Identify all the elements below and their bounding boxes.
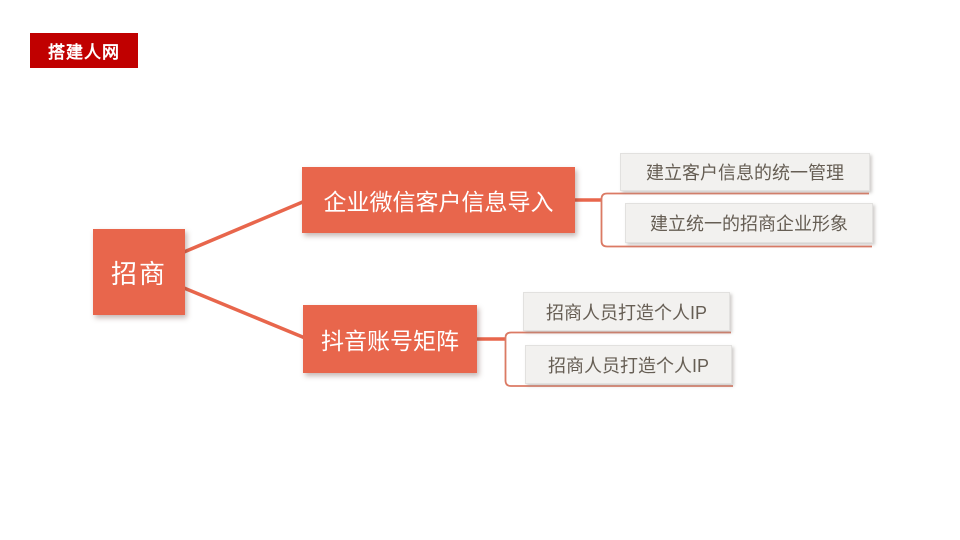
diagram-leaf-unified-brand-image: 建立统一的招商企业形象: [625, 203, 873, 243]
slide-title-badge: 搭建人网: [30, 33, 138, 68]
connector-root-branch2: [183, 286, 306, 340]
diagram-leaf-personal-ip-1: 招商人员打造个人IP: [523, 292, 730, 331]
diagram-root-node: 招商: [93, 229, 185, 315]
bracket-branch1-group: [600, 192, 872, 248]
bracket-branch2-group: [504, 331, 733, 387]
diagram-leaf-unified-customer-info: 建立客户信息的统一管理: [620, 153, 870, 191]
diagram-branch-douyin-matrix: 抖音账号矩阵: [303, 305, 477, 373]
diagram-leaf-personal-ip-2: 招商人员打造个人IP: [525, 345, 732, 384]
connector-root-branch1: [183, 199, 306, 254]
diagram-branch-wechat-import: 企业微信客户信息导入: [302, 167, 575, 233]
